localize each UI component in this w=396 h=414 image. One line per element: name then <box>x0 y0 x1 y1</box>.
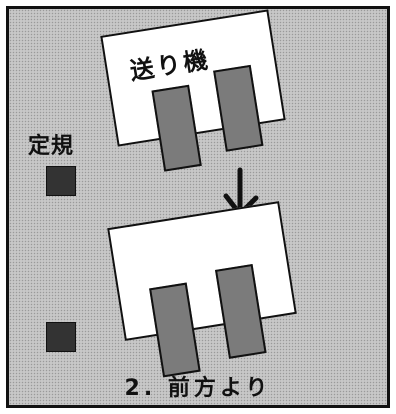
ruler-label: 定規 <box>28 134 75 159</box>
caption: 2. 前方より <box>124 376 272 401</box>
feeder-label: 送り機 <box>128 45 213 86</box>
ruler-block-bottom <box>46 322 76 352</box>
ruler-block-top <box>46 166 76 196</box>
